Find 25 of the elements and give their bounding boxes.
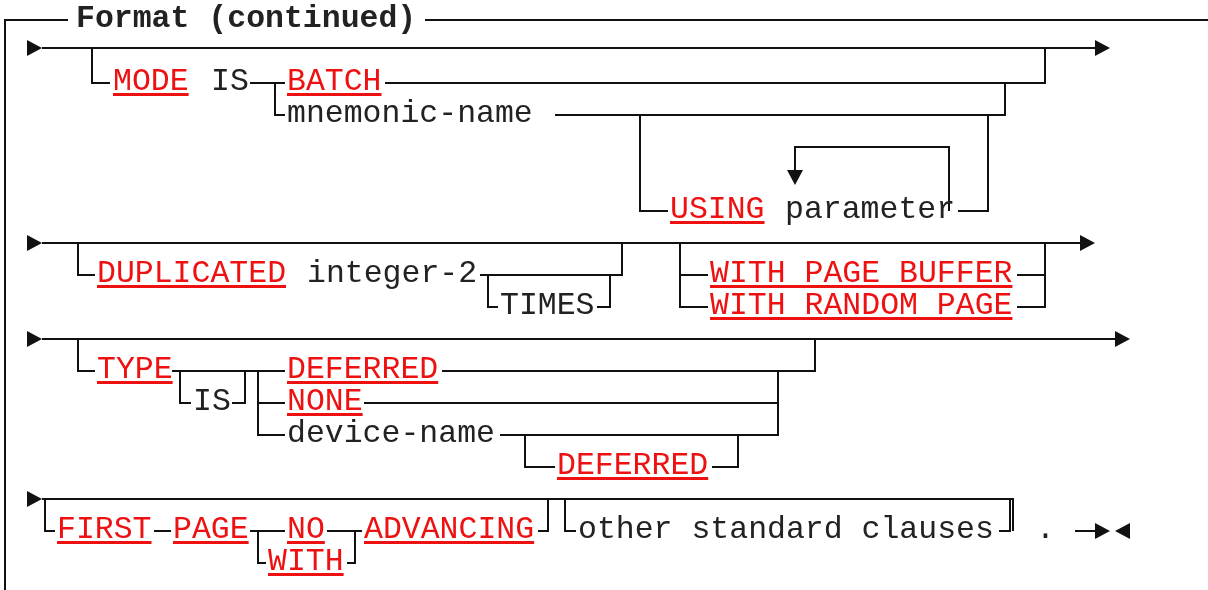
keyword-text: BATCH	[287, 66, 382, 98]
syntax-text: parameter	[785, 194, 956, 226]
syntax-text: device-name	[287, 418, 495, 450]
keyword-text: FIRST	[57, 514, 152, 546]
keyword-text: NO	[287, 514, 325, 546]
syntax-text: integer-2	[307, 258, 478, 290]
keyword-text: WITH PAGE BUFFER	[710, 258, 1013, 290]
keyword-text: MODE	[113, 66, 189, 98]
keyword-text: WITH RANDOM PAGE	[710, 290, 1013, 322]
syntax-text: IS	[193, 386, 231, 418]
syntax-text: TIMES	[500, 290, 595, 322]
keyword-text: USING	[670, 194, 765, 226]
syntax-text: other standard clauses	[578, 514, 994, 546]
syntax-text: IS	[211, 66, 249, 98]
keyword-text: DEFERRED	[557, 450, 709, 482]
section-heading: Format (continued)	[76, 3, 417, 35]
syntax-text: .	[1036, 514, 1055, 546]
keyword-text: PAGE	[173, 514, 249, 546]
keyword-text: WITH	[268, 546, 344, 578]
keyword-text: DUPLICATED	[97, 258, 287, 290]
keyword-text: ADVANCING	[364, 514, 535, 546]
keyword-text: DEFERRED	[287, 354, 439, 386]
keyword-text: TYPE	[97, 354, 173, 386]
syntax-text: mnemonic-name	[287, 98, 533, 130]
keyword-text: NONE	[287, 386, 363, 418]
